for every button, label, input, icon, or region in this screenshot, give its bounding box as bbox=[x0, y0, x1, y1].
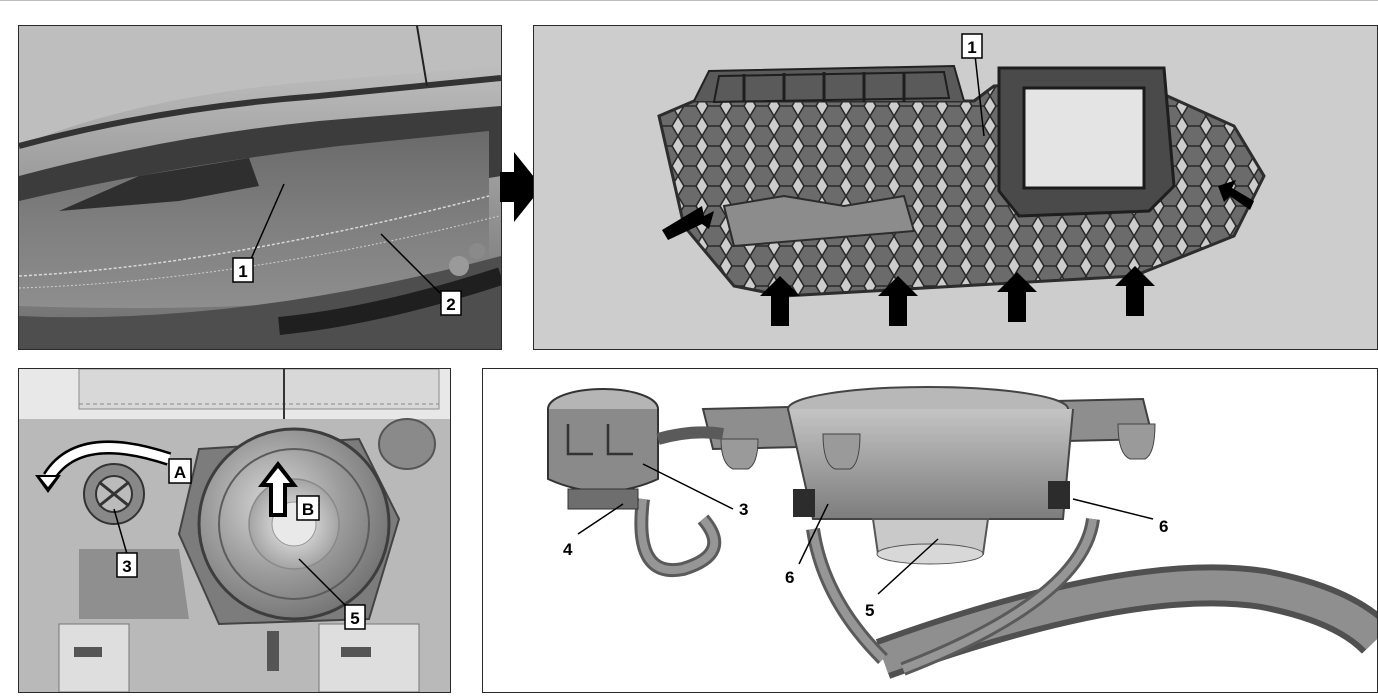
callout-5: 5 bbox=[350, 609, 359, 628]
clip-location-arrows bbox=[662, 180, 1254, 326]
callout-2: 2 bbox=[446, 295, 455, 314]
callout-a: A bbox=[174, 463, 186, 482]
page-top-rule bbox=[0, 0, 1378, 1]
panel-trim-rear-side: 1 bbox=[533, 25, 1378, 350]
next-step-arrow-icon bbox=[500, 152, 542, 222]
panel-speaker-installed: A B 3 5 bbox=[18, 368, 451, 693]
callout-b: B bbox=[302, 500, 314, 519]
callout-5: 5 bbox=[865, 601, 874, 620]
callout-1: 1 bbox=[967, 38, 976, 57]
callout-6-right: 6 bbox=[1159, 517, 1168, 536]
panel-speaker-components: 3 4 6 6 5 bbox=[482, 368, 1378, 693]
callout-3: 3 bbox=[122, 557, 131, 576]
callout-6-left: 6 bbox=[785, 568, 794, 587]
callout-4: 4 bbox=[563, 540, 573, 559]
callout-3: 3 bbox=[739, 500, 748, 519]
callout-1: 1 bbox=[238, 262, 247, 281]
panel-dashboard-trim: 1 2 bbox=[18, 25, 502, 350]
